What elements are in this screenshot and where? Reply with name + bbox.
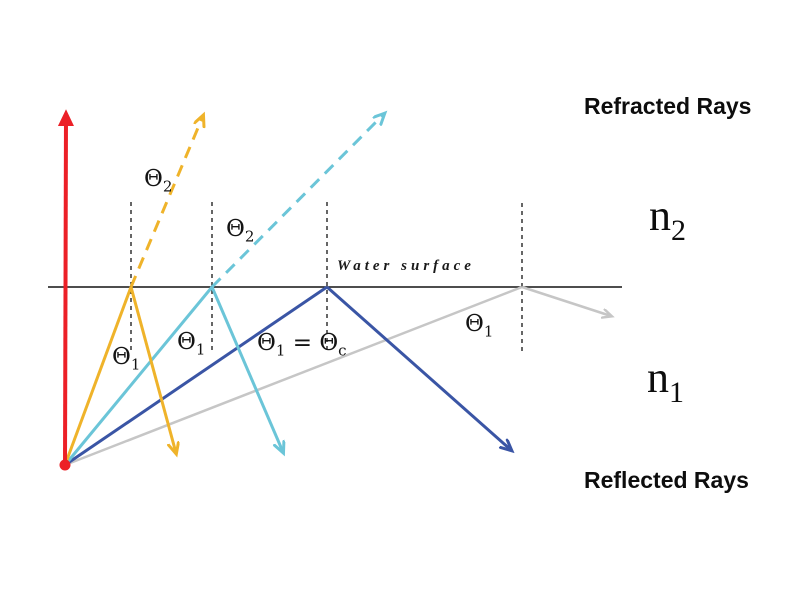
theta-subscript: 1 <box>195 340 206 359</box>
incident-ray-blue <box>64 285 328 467</box>
theta-symbol: Θ <box>177 329 196 355</box>
theta-subscript: 1 <box>275 341 286 360</box>
theta1-yellow-label: Θ1 <box>112 344 140 373</box>
reflected-ray-gray <box>521 285 611 316</box>
reflected-ray-cyan <box>210 286 283 452</box>
theta-symbol: Θ <box>226 216 245 242</box>
incident-ray-gray <box>64 285 523 467</box>
n1-medium-label: n1 <box>647 353 684 408</box>
theta-symbol: Θ <box>319 330 339 356</box>
origin-point <box>59 459 71 471</box>
theta1-gray-label: Θ1 <box>465 311 493 340</box>
n-subscript: 1 <box>669 375 684 409</box>
theta-symbol: Θ <box>112 344 131 370</box>
theta2-yellow-label: Θ2 <box>144 166 172 195</box>
n-subscript: 2 <box>671 213 686 247</box>
incident-ray-yellow <box>63 286 133 466</box>
water-surface-label: Water surface <box>337 258 475 274</box>
theta-symbol: Θ <box>465 311 484 337</box>
reflected-rays-heading: Reflected Rays <box>584 467 749 493</box>
critical-subscript: c <box>338 341 347 360</box>
n-symbol: n <box>649 191 671 240</box>
theta1-critical-label: Θ1 = Θc <box>257 330 347 359</box>
theta-symbol: Θ <box>257 330 276 356</box>
theta-subscript: 1 <box>130 355 141 374</box>
theta-subscript: 2 <box>162 177 173 196</box>
theta-subscript: 1 <box>483 322 494 341</box>
refracted-ray-yellow <box>129 116 203 288</box>
refracted-ray-cyan <box>210 114 384 289</box>
n-symbol: n <box>647 353 669 402</box>
incident-ray-cyan <box>63 286 214 466</box>
reflected-ray-yellow <box>129 286 176 453</box>
equals-sign: = <box>285 330 320 356</box>
theta1-cyan-label: Θ1 <box>177 329 205 358</box>
theta2-cyan-label: Θ2 <box>226 216 254 245</box>
theta-symbol: Θ <box>144 166 163 192</box>
vertical-normal-axis <box>57 109 74 466</box>
reflected-ray-blue <box>326 285 511 450</box>
refracted-rays-heading: Refracted Rays <box>584 93 752 119</box>
theta-subscript: 2 <box>244 227 255 246</box>
n2-medium-label: n2 <box>649 191 686 246</box>
